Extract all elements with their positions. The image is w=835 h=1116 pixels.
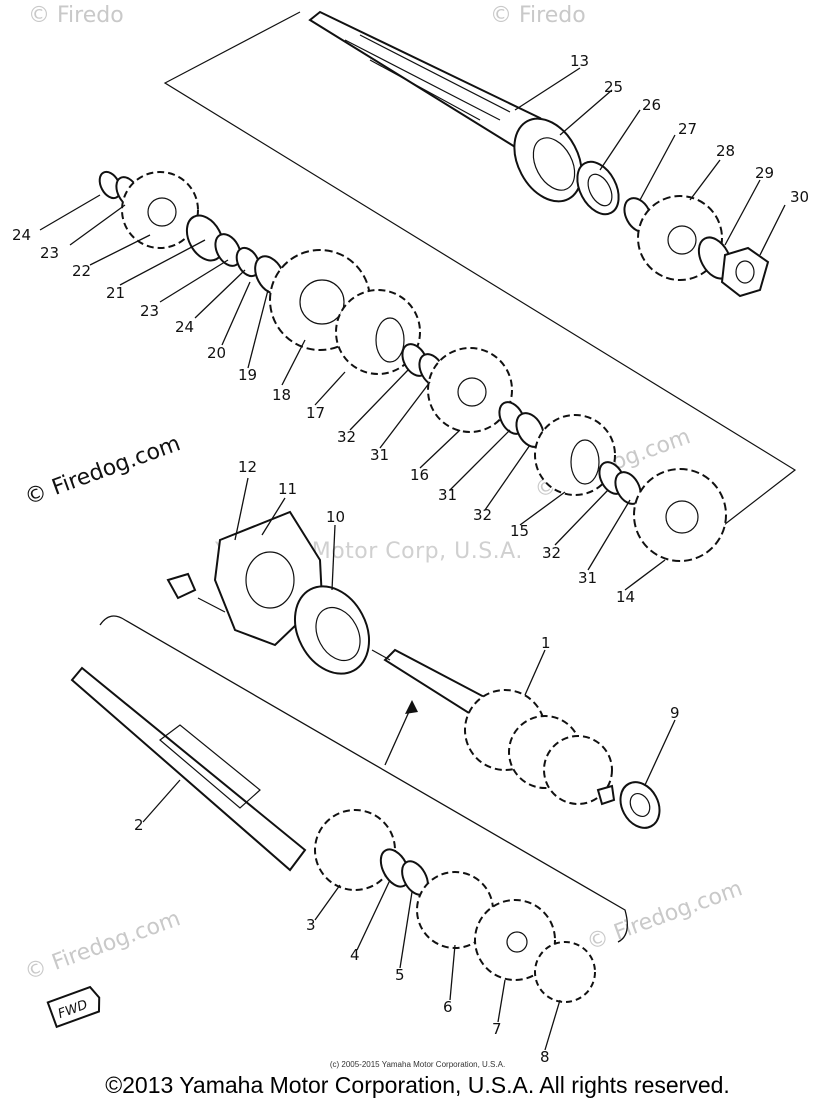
callout-14: 14 xyxy=(616,588,635,606)
assembly-arrow xyxy=(384,704,413,766)
callout-27: 27 xyxy=(678,120,697,138)
callout-12: 12 xyxy=(238,458,257,476)
watermark-top-left: © Firedo xyxy=(28,3,124,28)
bearing-25 xyxy=(513,117,583,203)
callout-18: 18 xyxy=(272,386,291,404)
circlip-24-b xyxy=(235,246,261,278)
main-axle-2-assembly xyxy=(70,666,596,1003)
callout-6: 6 xyxy=(443,998,453,1016)
gear-17 xyxy=(335,289,421,375)
nut-30 xyxy=(720,246,770,298)
callout-19: 19 xyxy=(238,366,257,384)
gear-7 xyxy=(474,899,556,981)
callout-32-c: 32 xyxy=(542,544,561,562)
callout-15: 15 xyxy=(510,522,529,540)
callout-29: 29 xyxy=(755,164,774,182)
callout-3: 3 xyxy=(306,916,316,934)
main-axle-2-shaft xyxy=(70,666,307,872)
watermark-firedog: © Firedog.com xyxy=(22,431,184,510)
leader-lines xyxy=(39,67,786,1051)
gear-15 xyxy=(534,414,616,496)
callout-16: 16 xyxy=(410,466,429,484)
bearing-10 xyxy=(294,585,370,675)
callout-17: 17 xyxy=(306,404,325,422)
callout-2: 2 xyxy=(134,816,144,834)
callout-31-a: 31 xyxy=(370,446,389,464)
callout-32-a: 32 xyxy=(337,428,356,446)
callout-24-a: 24 xyxy=(12,226,31,244)
oil-seal-26 xyxy=(576,160,620,216)
callout-13: 13 xyxy=(570,52,589,70)
callout-10: 10 xyxy=(326,508,345,526)
assembly-outline xyxy=(163,11,797,529)
callout-1: 1 xyxy=(541,634,551,652)
drive-axle-assembly xyxy=(308,10,770,298)
washer-23-b xyxy=(214,233,242,267)
callout-31-c: 31 xyxy=(578,569,597,587)
callout-30: 30 xyxy=(790,188,809,206)
callout-8: 8 xyxy=(540,1048,550,1066)
callout-31-b: 31 xyxy=(438,486,457,504)
watermark-bottom-left: © Firedog.com xyxy=(22,906,184,985)
drive-gear-stack xyxy=(98,170,727,562)
fwd-marker: FWD xyxy=(46,985,101,1029)
main-axle-gear-c xyxy=(543,735,613,805)
bearing-9 xyxy=(619,781,661,829)
callout-26: 26 xyxy=(642,96,661,114)
watermark-top-right: © Firedo xyxy=(490,3,586,28)
callout-5: 5 xyxy=(395,966,405,984)
callout-22: 22 xyxy=(72,262,91,280)
screw-12 xyxy=(166,572,197,600)
fine-print: (c) 2005-2015 Yamaha Motor Corporation, … xyxy=(329,1060,506,1069)
callout-7: 7 xyxy=(492,1020,502,1038)
callout-11: 11 xyxy=(278,480,297,498)
assembly-bracket xyxy=(99,615,628,943)
callout-23-a: 23 xyxy=(40,244,59,262)
callout-4: 4 xyxy=(350,946,360,964)
callout-labels: 13 25 26 27 28 29 30 24 23 22 21 23 24 2… xyxy=(12,52,809,1066)
copyright-notice: ©2013 Yamaha Motor Corporation, U.S.A. A… xyxy=(105,1072,730,1098)
gear-14 xyxy=(633,468,727,562)
callout-32-b: 32 xyxy=(473,506,492,524)
watermark-bottom-right: © Firedog.com xyxy=(584,876,746,955)
main-axle-assembly xyxy=(383,648,661,829)
callout-20: 20 xyxy=(207,344,226,362)
callout-25: 25 xyxy=(604,78,623,96)
gear-8 xyxy=(534,941,596,1003)
callout-23-b: 23 xyxy=(140,302,159,320)
gear-3 xyxy=(314,809,396,891)
bearing-retainer-group xyxy=(166,510,370,675)
callout-21: 21 xyxy=(106,284,125,302)
callout-24-b: 24 xyxy=(175,318,194,336)
collar-21 xyxy=(185,214,225,262)
gear-22 xyxy=(121,171,199,249)
callout-9: 9 xyxy=(670,704,680,722)
callout-28: 28 xyxy=(716,142,735,160)
gear-16 xyxy=(427,347,513,433)
